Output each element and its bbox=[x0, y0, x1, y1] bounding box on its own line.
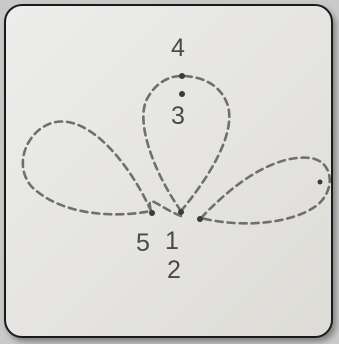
label-3: 3 bbox=[171, 102, 185, 130]
top-loop bbox=[143, 76, 229, 211]
label-4: 4 bbox=[171, 34, 185, 62]
right-loop bbox=[201, 158, 330, 224]
label-1: 1 bbox=[165, 227, 179, 255]
label-5: 5 bbox=[136, 229, 150, 257]
point-1-dot bbox=[178, 209, 184, 215]
point-5-dot bbox=[149, 210, 155, 216]
label-2: 2 bbox=[167, 256, 181, 284]
diagram-card: 4 3 5 1 2 bbox=[4, 4, 333, 338]
loop-stitch-diagram: 4 3 5 1 2 bbox=[6, 6, 333, 338]
point-3-dot bbox=[179, 91, 185, 97]
point-right-dot-a bbox=[197, 216, 203, 222]
point-right-dot-b bbox=[318, 180, 323, 185]
point-4-dot bbox=[179, 73, 185, 79]
